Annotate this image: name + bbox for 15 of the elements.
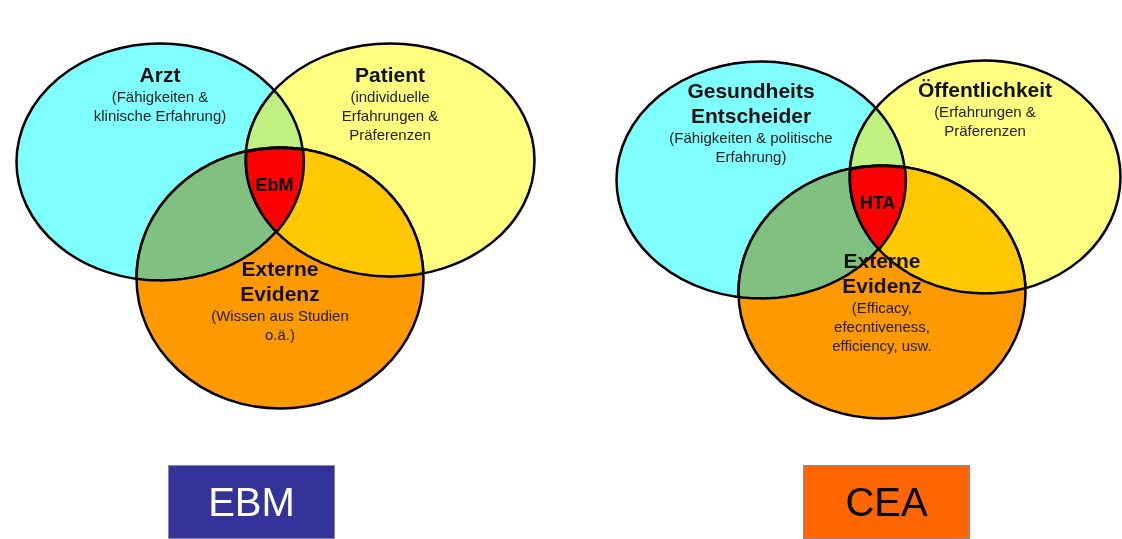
- circle-description: (Wissen aus Studien o.ä.): [210, 306, 350, 344]
- circle-heading: Externe Evidenz: [239, 256, 321, 306]
- circle-heading: Arzt: [138, 62, 182, 87]
- circle-description: (Fähigkeiten & klinische Erfahrung): [92, 87, 228, 125]
- circle-description: (Fähigkeiten & politische Erfahrung): [668, 128, 834, 166]
- title-box: CEA: [803, 465, 970, 539]
- circle-description: (individuelle Erfahrungen & Präferenzen: [340, 87, 440, 144]
- circle-description: (Erfahrungen & Präferenzen: [933, 102, 1037, 140]
- circle-heading: Öffentlichkeit: [916, 77, 1054, 102]
- intersection-label: HTA: [858, 191, 897, 215]
- circle-description: (Efficacy, efecntiveness, efficiency, usw.: [831, 298, 933, 355]
- title-box: EBM: [168, 465, 335, 539]
- circle-heading: Gesundheits Entscheider: [686, 78, 816, 128]
- circle-heading: Patient: [354, 62, 426, 87]
- intersection-label: EbM: [254, 173, 295, 197]
